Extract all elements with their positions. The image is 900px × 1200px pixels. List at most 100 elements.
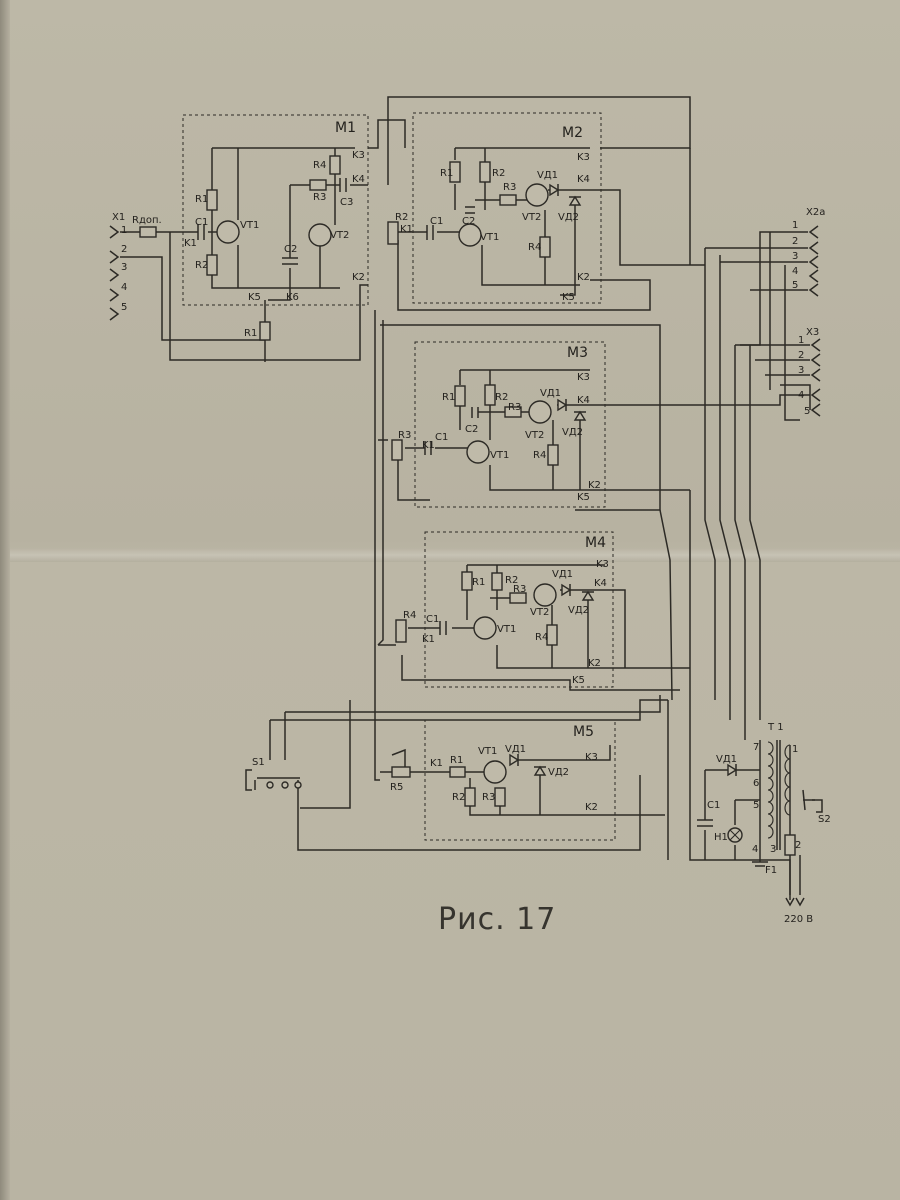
t1-pin-5: 5 bbox=[753, 800, 759, 811]
t1-pin-2: 2 bbox=[795, 840, 801, 851]
x2a-pin-4: 4 bbox=[792, 266, 798, 277]
m3-box bbox=[414, 341, 606, 508]
m2-vd2: VД2 bbox=[558, 212, 579, 223]
m4-r4: R4 bbox=[535, 632, 548, 643]
m4-r2: R2 bbox=[505, 575, 518, 586]
m5-k3: K3 bbox=[585, 752, 598, 763]
m2-r2: R2 bbox=[492, 168, 505, 179]
m4-r3: R3 bbox=[513, 584, 526, 595]
m2-r1: R1 bbox=[440, 168, 453, 179]
t1-pin-6: 6 bbox=[753, 778, 759, 789]
m3-k5: K5 bbox=[577, 492, 590, 503]
m5-r2: R2 bbox=[452, 792, 465, 803]
transistors bbox=[216, 183, 557, 784]
figure-caption: Рис. 17 bbox=[438, 902, 557, 937]
mains-arrows bbox=[785, 897, 805, 907]
m3-vt2: VT2 bbox=[525, 430, 544, 441]
m1-k6: K6 bbox=[286, 292, 299, 303]
m5-title: M5 bbox=[573, 724, 594, 740]
m3-vd1: VД1 bbox=[540, 388, 561, 399]
m2-box bbox=[412, 112, 602, 304]
paper-fold bbox=[0, 548, 900, 562]
m4-title: M4 bbox=[585, 535, 606, 551]
m2-vt1: VT1 bbox=[480, 232, 499, 243]
m2-k2: K2 bbox=[577, 272, 590, 283]
m2-r3: R3 bbox=[503, 182, 516, 193]
m5-vd2: VД2 bbox=[548, 767, 569, 778]
m2-k1: K1 bbox=[400, 224, 413, 235]
pot-r3: R3 bbox=[398, 430, 411, 441]
x2a-pin-1: 1 bbox=[792, 220, 798, 231]
m1-k4: K4 bbox=[352, 174, 365, 185]
t1-pin-1: 1 bbox=[792, 744, 798, 755]
m1-r2: R2 bbox=[195, 260, 208, 271]
m1-box bbox=[182, 114, 369, 306]
m2-k5: K5 bbox=[562, 292, 575, 303]
m3-r2: R2 bbox=[495, 392, 508, 403]
m4-k3: K3 bbox=[596, 559, 609, 570]
m5-r3: R3 bbox=[482, 792, 495, 803]
switch-s2 bbox=[802, 789, 823, 813]
capacitors bbox=[197, 178, 713, 827]
m2-k3: K3 bbox=[577, 152, 590, 163]
mains-label: 220 В bbox=[784, 914, 813, 925]
m4-c1: C1 bbox=[426, 614, 439, 625]
labels-m2: M2 K3 K4 K2 K5 R1 R2 R3 R4 C1 C2 K1 VT1 … bbox=[400, 125, 590, 303]
s1-label: S1 bbox=[252, 757, 265, 768]
m3-k3: K3 bbox=[577, 372, 590, 383]
x1-pin-5: 5 bbox=[121, 302, 127, 313]
labels-m4: M4 K3 K4 K2 K5 R1 R2 R3 R4 C1 K1 VT1 VT2… bbox=[422, 535, 609, 686]
paper-edge bbox=[0, 0, 10, 1200]
m2-r4: R4 bbox=[528, 242, 541, 253]
m1-c1: C1 bbox=[195, 217, 208, 228]
labels-m1: M1 K3 K4 K2 K5 K6 R1 R2 R3 R4 C1 C2 C3 K… bbox=[184, 120, 365, 303]
x1-pin-3: 3 bbox=[121, 262, 127, 273]
rdop-label: Rдоп. bbox=[132, 215, 162, 226]
m1-r4: R4 bbox=[313, 160, 326, 171]
x3-pin-3: 3 bbox=[798, 365, 804, 376]
m1-k5: K5 bbox=[248, 292, 261, 303]
m5-box bbox=[424, 719, 616, 841]
transformer-t1 bbox=[752, 740, 791, 867]
m2-vt2: VT2 bbox=[522, 212, 541, 223]
m1-vt2: VT2 bbox=[330, 230, 349, 241]
m5-r1: R1 bbox=[450, 755, 463, 766]
m4-k5: K5 bbox=[572, 675, 585, 686]
s2-label: S2 bbox=[818, 814, 831, 825]
pot-r1: R1 bbox=[244, 328, 257, 339]
connector-x3 bbox=[810, 338, 821, 417]
lamp-h1 bbox=[727, 827, 743, 843]
connector-x1 bbox=[109, 225, 120, 321]
m4-k1: K1 bbox=[422, 634, 435, 645]
x2a-pin-3: 3 bbox=[792, 251, 798, 262]
x3-pin-5: 5 bbox=[804, 406, 810, 417]
x3-pin-2: 2 bbox=[798, 350, 804, 361]
diodes bbox=[509, 183, 738, 777]
m4-vd2: VД2 bbox=[568, 605, 589, 616]
m3-vd2: VД2 bbox=[562, 427, 583, 438]
x3-pin-1: 1 bbox=[798, 335, 804, 346]
connector-x2a bbox=[808, 225, 819, 297]
labels-m5: M5 K3 K2 K1 R1 R2 R3 VT1 VД1 VД2 bbox=[430, 724, 598, 813]
x3-pin-4: 4 bbox=[798, 390, 804, 401]
m1-r3: R3 bbox=[313, 192, 326, 203]
m3-c1: C1 bbox=[435, 432, 448, 443]
m1-k1: K1 bbox=[184, 238, 197, 249]
pot-r5: R5 bbox=[390, 782, 403, 793]
psu-h1: H1 bbox=[714, 832, 728, 843]
m2-k4: K4 bbox=[577, 174, 590, 185]
x1-pin-1: 1 bbox=[121, 225, 127, 236]
m2-title: M2 bbox=[562, 125, 583, 141]
m5-vt1: VT1 bbox=[478, 746, 497, 757]
x2a-pin-5: 5 bbox=[792, 280, 798, 291]
m1-title: M1 bbox=[335, 120, 356, 136]
psu-f1: F1 bbox=[765, 865, 777, 876]
t1-pin-4: 4 bbox=[752, 844, 758, 855]
m3-k1: K1 bbox=[422, 440, 435, 451]
switch-s1 bbox=[245, 769, 302, 791]
m1-k3: K3 bbox=[352, 150, 365, 161]
m1-r1: R1 bbox=[195, 194, 208, 205]
m4-vt2: VT2 bbox=[530, 607, 549, 618]
x1-title: X1 bbox=[112, 212, 125, 223]
